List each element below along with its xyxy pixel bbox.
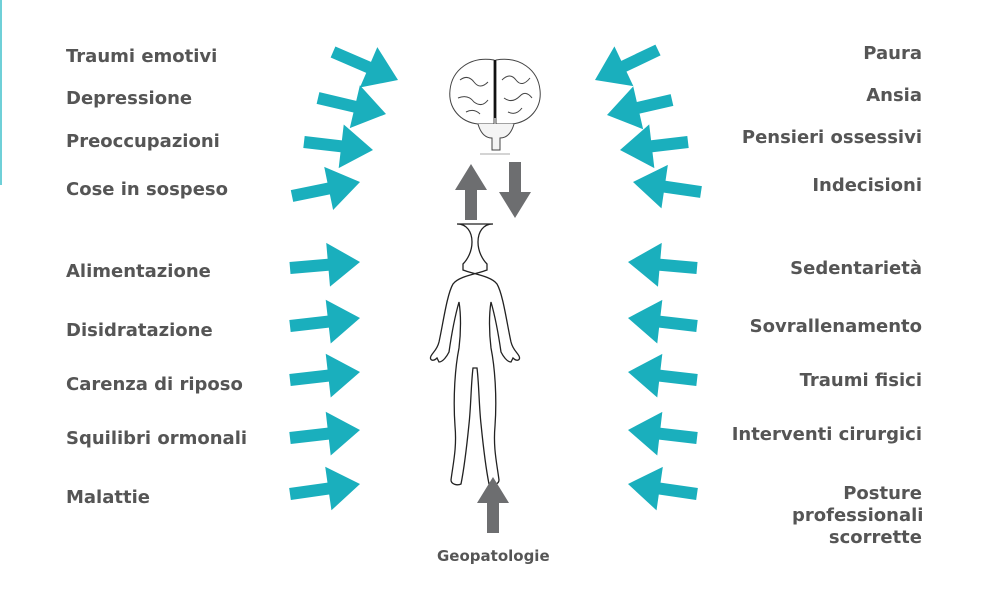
label-pensieri-ossessivi: Pensieri ossessivi — [741, 127, 922, 148]
influence-arrow — [289, 242, 360, 287]
influence-arrow — [633, 164, 702, 209]
link-arrow — [499, 162, 531, 218]
label-disidratazione: Disidratazione — [66, 320, 213, 341]
influence-arrow — [607, 86, 674, 130]
label-depressione: Depressione — [66, 88, 193, 109]
influence-arrow — [303, 124, 373, 169]
influence-arrow — [316, 85, 386, 129]
label-cose-in-sospeso: Cose in sospeso — [66, 179, 228, 200]
influence-arrow — [620, 124, 689, 169]
label-malattie: Malattie — [66, 487, 150, 508]
influence-arrow — [628, 411, 698, 456]
influence-arrow — [595, 44, 661, 87]
label-indecisioni: Indecisioni — [812, 175, 922, 196]
brain-icon — [449, 58, 541, 155]
influence-arrow — [628, 242, 698, 287]
link-arrow — [455, 164, 487, 220]
label-sedentarieta: Sedentarietà — [790, 258, 922, 279]
influence-arrow — [290, 166, 360, 211]
edge-line — [0, 0, 2, 185]
label-traumi-fisici: Traumi fisici — [799, 370, 922, 391]
label-posture-professionali: Posture professionali scorrette — [792, 483, 924, 548]
label-sovrallenamento: Sovrallenamento — [749, 316, 922, 337]
label-traumi-emotivi: Traumi emotivi — [66, 46, 218, 67]
influence-arrow — [330, 46, 398, 88]
label-squilibri-ormonali: Squilibri ormonali — [66, 428, 248, 449]
influence-arrow — [289, 353, 360, 398]
influence-arrow — [289, 411, 360, 456]
label-geopatologie: Geopatologie — [437, 547, 550, 565]
link-arrow — [477, 477, 509, 533]
influence-arrow — [289, 466, 360, 511]
label-ansia: Ansia — [866, 85, 922, 106]
influence-arrow — [628, 299, 698, 344]
influence-arrow — [628, 466, 698, 511]
influence-arrow — [628, 353, 698, 398]
label-paura: Paura — [863, 43, 922, 64]
label-preoccupazioni: Preoccupazioni — [66, 131, 220, 152]
label-carenza-di-riposo: Carenza di riposo — [66, 374, 243, 395]
influence-arrow — [289, 299, 360, 344]
human-body-icon — [429, 223, 521, 486]
label-alimentazione: Alimentazione — [66, 261, 211, 282]
label-interventi-cirurgici: Interventi cirurgici — [731, 424, 922, 445]
